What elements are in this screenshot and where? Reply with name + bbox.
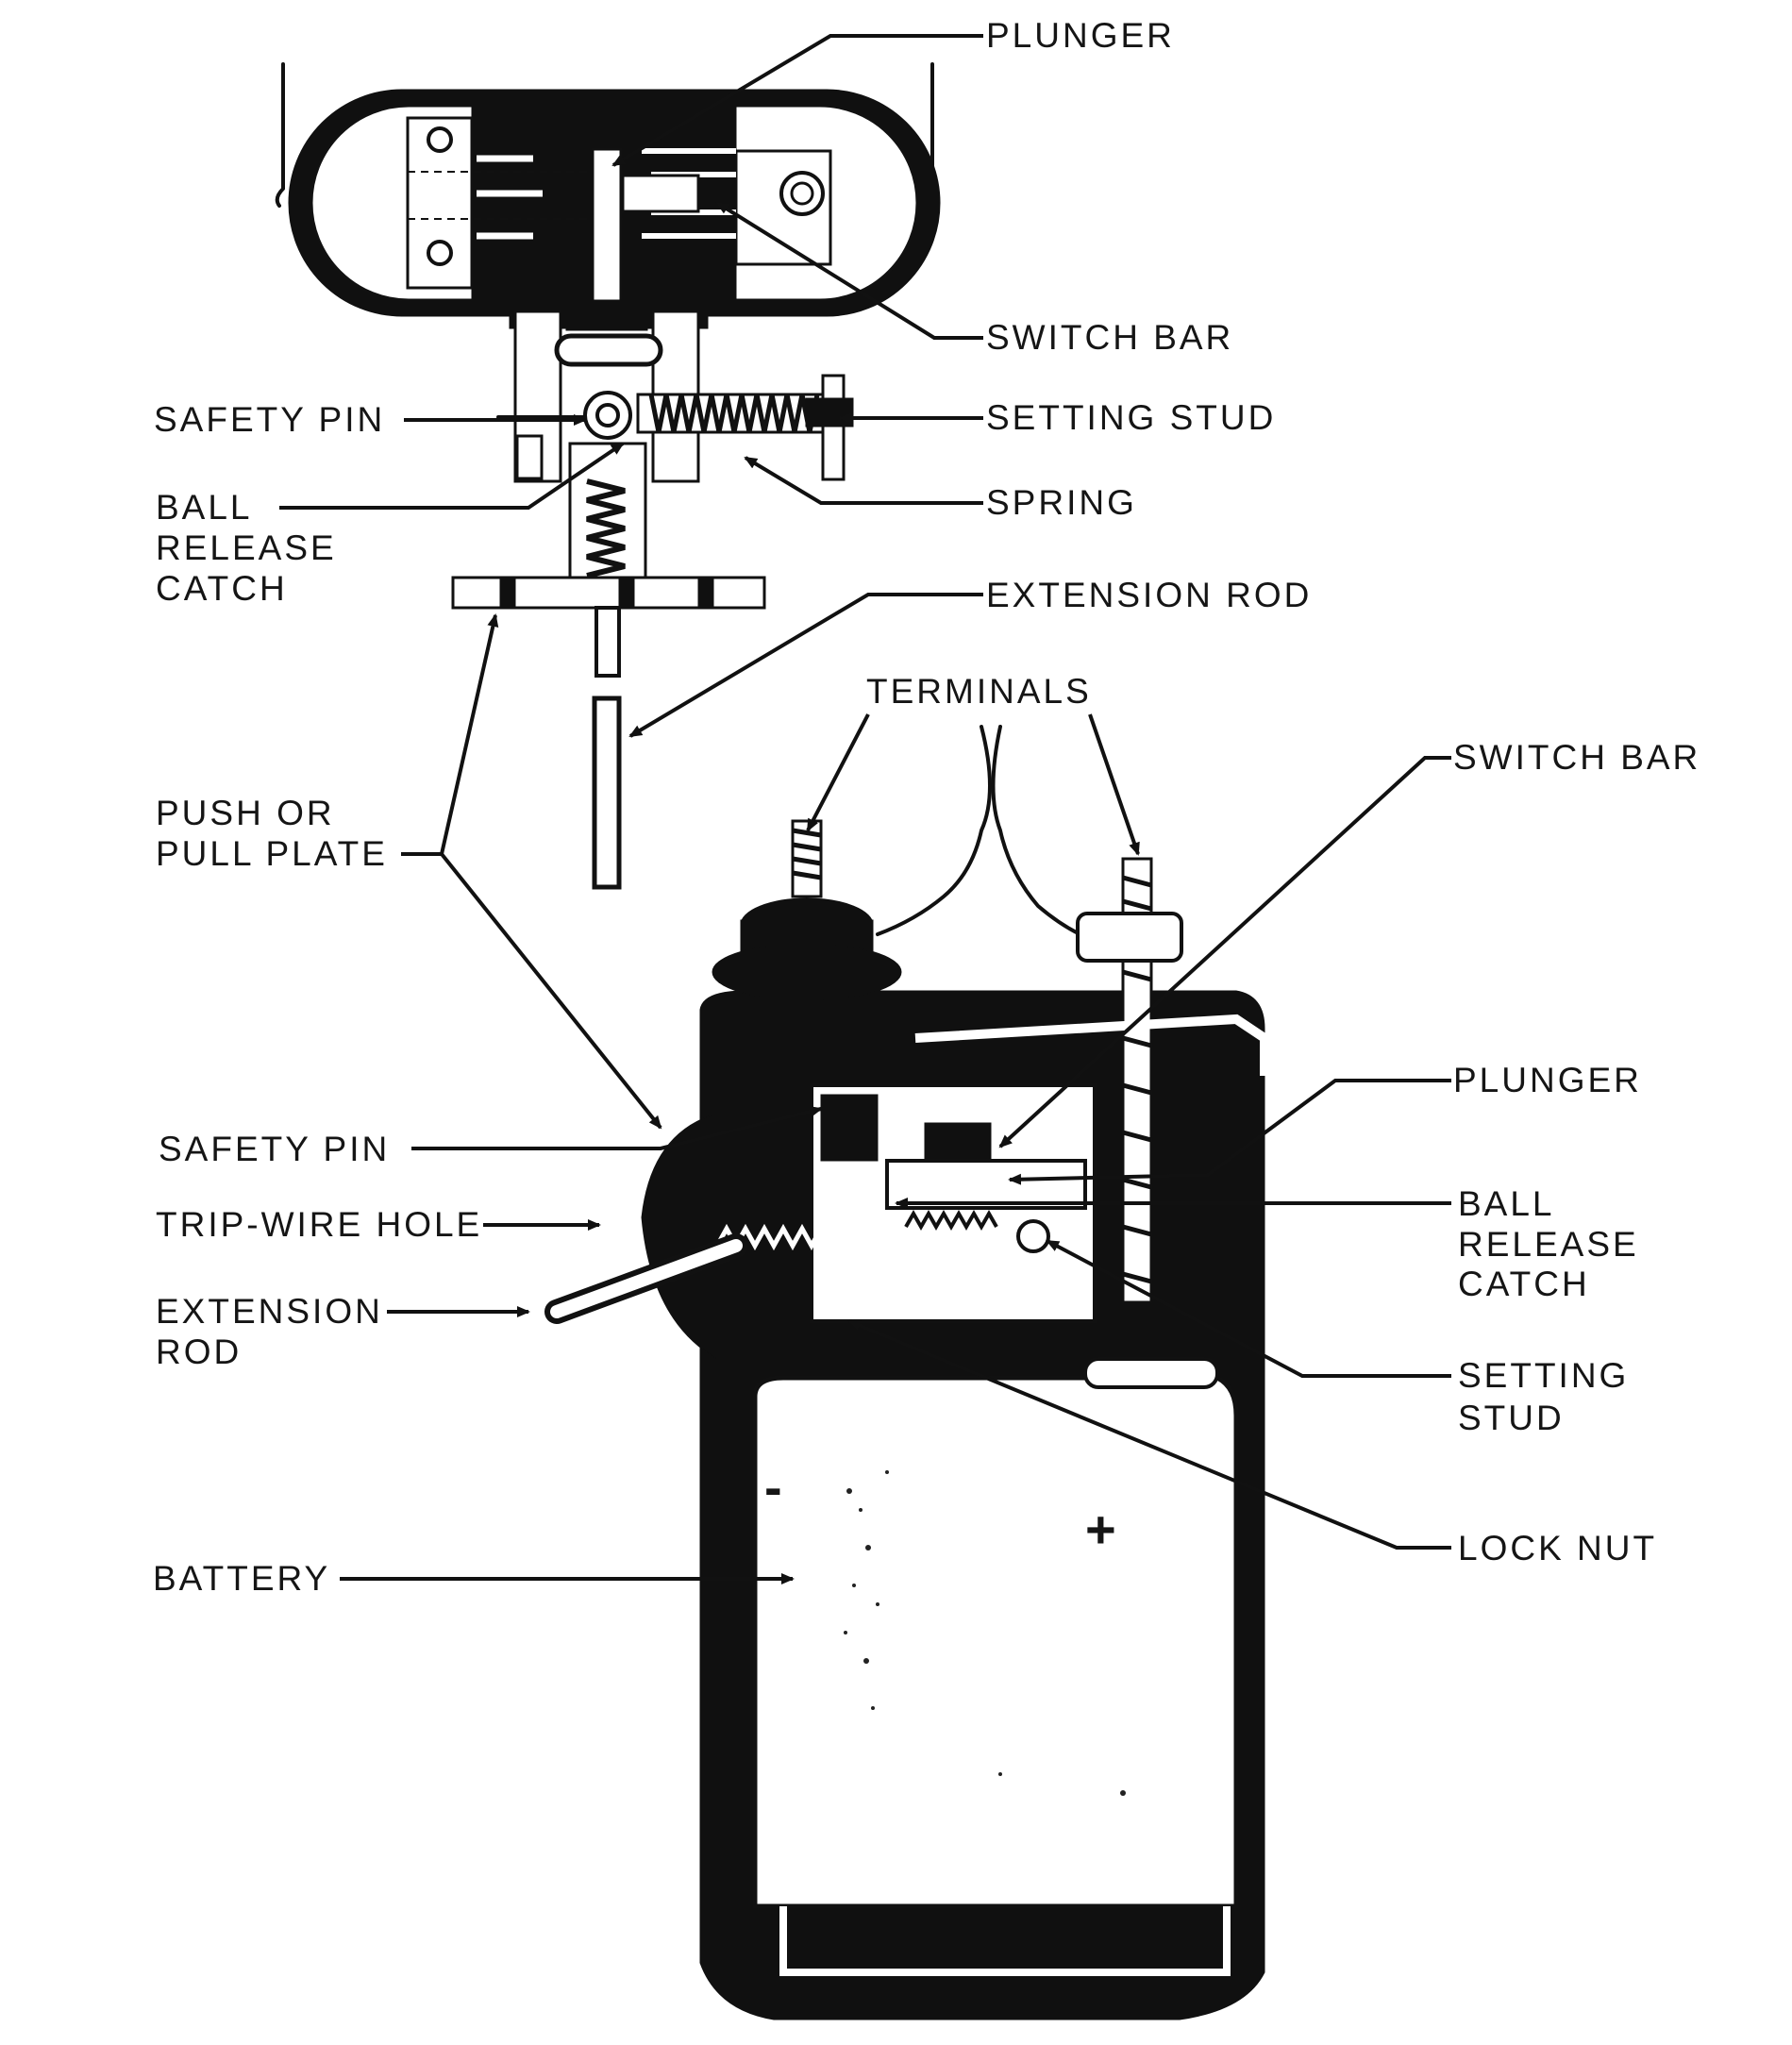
label-push-plate-line1: PUSH OR (156, 794, 335, 832)
plunger-body (885, 1159, 1087, 1210)
threaded-rod (586, 478, 626, 578)
label-setting-stud-top: SETTING STUD (986, 398, 1276, 437)
leader-setting-stud-bottom (1046, 1239, 1451, 1378)
label-battery: BATTERY (153, 1559, 330, 1598)
label-ball-bottom-line3: CATCH (1458, 1265, 1590, 1303)
collar (554, 333, 663, 367)
label-plunger-top: PLUNGER (986, 16, 1175, 55)
negative-symbol: - (764, 1457, 782, 1517)
leader-push-plate-up (401, 613, 499, 856)
guide-lines (408, 171, 623, 220)
safety-pin-hole (595, 403, 620, 427)
plate-mark-1 (499, 577, 516, 609)
coil-spring (648, 394, 820, 433)
rod-segment-upper (595, 606, 621, 678)
terminal-wire-left (876, 725, 992, 936)
label-terminals: TERMINALS (866, 672, 1092, 711)
left-screw-top (427, 126, 453, 153)
label-switch-bar-bottom: SWITCH BAR (1453, 738, 1700, 777)
label-safety-pin-top: SAFETY PIN (154, 400, 385, 439)
leader-safety-pin-bottom (411, 1106, 823, 1150)
setting-stud-head (805, 397, 854, 427)
label-plunger-bottom: PLUNGER (1453, 1061, 1642, 1099)
battery-speckle (844, 1470, 1126, 1796)
label-lock-nut: LOCK NUT (1458, 1529, 1657, 1567)
labels: PLUNGER SWITCH BAR SETTING STUD SPRING E… (153, 16, 1700, 1598)
leader-plunger-top (611, 34, 983, 167)
leader-push-plate-down (440, 852, 662, 1130)
label-extension-rod-top: EXTENSION ROD (986, 576, 1312, 614)
label-trip-wire-hole: TRIP-WIRE HOLE (156, 1205, 482, 1244)
plate-mark-2 (618, 577, 635, 609)
left-terminal-thread (792, 828, 822, 880)
label-ball-bottom-line1: BALL (1458, 1184, 1555, 1223)
label-spring-top: SPRING (986, 483, 1137, 522)
lock-nut (1083, 1357, 1219, 1389)
right-screw-inner (790, 181, 814, 206)
plunger-shaft (591, 147, 623, 311)
leader-lock-nut (847, 1319, 1451, 1550)
label-setting-stud-bottom-line2: STUD (1458, 1399, 1565, 1437)
leader-terminals-left (806, 713, 870, 832)
leader-extension-rod-top (628, 593, 983, 738)
positive-symbol: + (1085, 1500, 1116, 1559)
setting-spring (904, 1209, 998, 1232)
right-terminal-nut (1076, 912, 1183, 963)
hanger-wire-left (275, 62, 285, 208)
label-push-plate-line2: PULL PLATE (156, 834, 388, 873)
setting-stud-plate (821, 374, 846, 481)
safety-pin-housing (820, 1094, 879, 1162)
right-screw (779, 171, 825, 216)
label-extension-rod-bottom-line2: ROD (156, 1333, 242, 1371)
switch-bar-block (924, 1122, 992, 1162)
leader-plunger-bottom (1008, 1079, 1451, 1185)
leader-lines (279, 34, 1451, 1584)
extension-rod-out-inner (550, 1239, 743, 1318)
contact-strips-left (477, 155, 543, 240)
leader-terminals-right (1088, 713, 1140, 856)
left-screw-bottom (427, 240, 453, 266)
extension-rod (592, 696, 622, 890)
setting-stud-head (1016, 1219, 1050, 1253)
leader-switch-bar-bottom (998, 756, 1451, 1148)
label-ball-bottom-line2: RELEASE (1458, 1225, 1639, 1264)
leader-spring-top (744, 456, 983, 505)
battery-tray (779, 1906, 1231, 1976)
label-switch-bar-top: SWITCH BAR (986, 318, 1233, 357)
label-safety-pin-bottom: SAFETY PIN (159, 1130, 390, 1168)
leader-switch-bar-top (715, 201, 983, 340)
battery-cell (752, 1375, 1239, 1909)
label-ball-top-line2: RELEASE (156, 528, 337, 567)
label-extension-rod-bottom-line1: EXTENSION (156, 1292, 383, 1331)
left-guide-block (515, 434, 544, 480)
battery-unit-assembly: + - (544, 725, 1269, 2020)
plate-mark-3 (697, 577, 714, 609)
safety-pin-ball (583, 391, 632, 440)
label-setting-stud-bottom-line1: SETTING (1458, 1356, 1629, 1395)
leader-ball-release-catch-top (279, 442, 625, 510)
label-ball-top-line3: CATCH (156, 569, 288, 608)
top-switch-assembly (275, 62, 941, 890)
left-terminal-flange (712, 943, 902, 1001)
label-ball-top-line1: BALL (156, 488, 253, 527)
switch-bar-part (621, 174, 700, 213)
terminal-wire-right (991, 725, 1106, 946)
neck-core (565, 310, 648, 331)
top-bracket (914, 1014, 1269, 1076)
